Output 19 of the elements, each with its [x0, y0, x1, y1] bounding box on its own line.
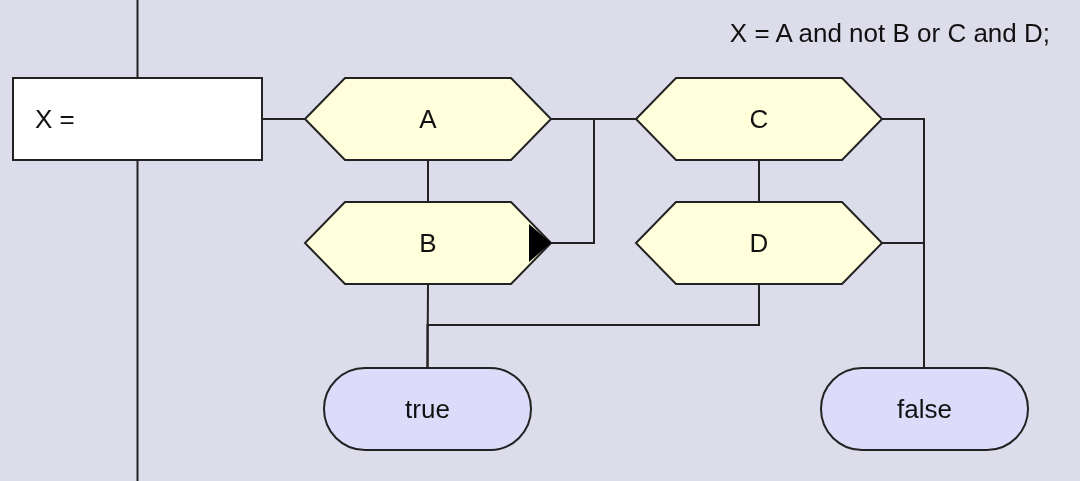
node-label: C: [749, 103, 769, 135]
question-hexagon: [305, 202, 551, 284]
node-label: B: [419, 227, 437, 259]
question-hexagon: [636, 202, 882, 284]
question-hexagon: [636, 78, 882, 160]
connector-line: [550, 118, 637, 244]
formula-note: X = A and not B or C and D;: [728, 18, 1050, 49]
question-hexagon: [305, 78, 551, 160]
node-label: false: [897, 393, 952, 425]
action-box: [13, 78, 262, 160]
connector-line: [426, 283, 429, 369]
connector-line: [881, 242, 925, 369]
node-label: X =: [35, 103, 75, 135]
connector-line: [758, 159, 760, 203]
node-label: D: [749, 227, 769, 259]
connector-line: [426, 283, 760, 369]
node-label: A: [419, 103, 437, 135]
node-label: true: [405, 393, 450, 425]
connector-line: [427, 159, 429, 203]
